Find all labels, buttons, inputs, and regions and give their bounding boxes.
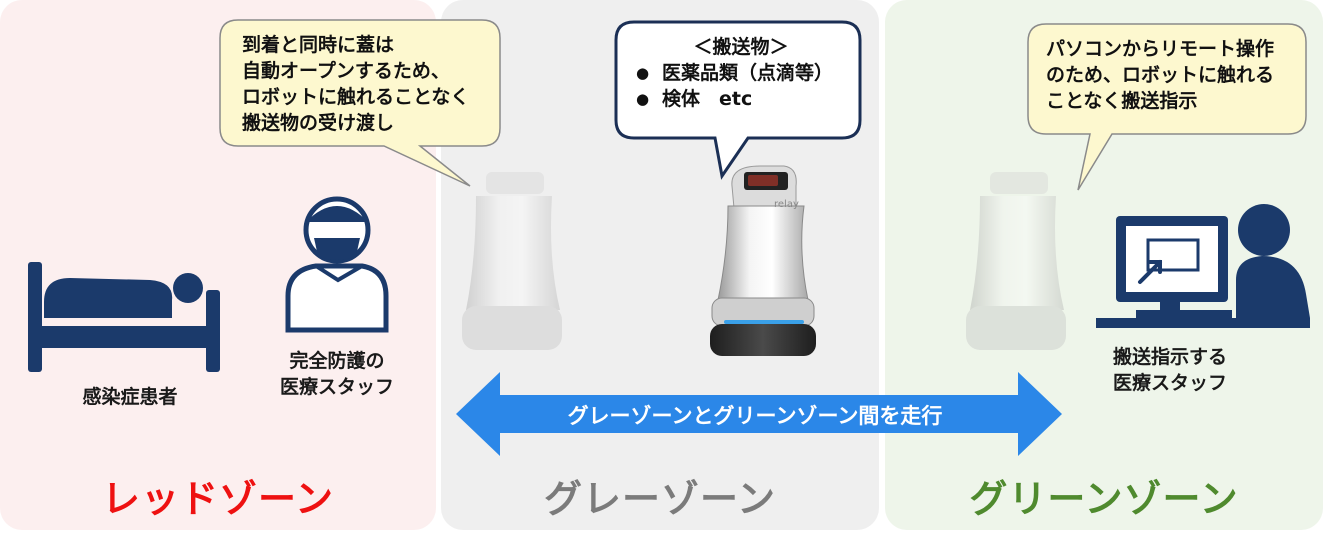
- bubble-line: 搬送物の受け渡し: [242, 112, 395, 134]
- robot-faded-right: [966, 172, 1066, 350]
- robot-faded-left: [462, 172, 562, 350]
- patient-label: 感染症患者: [82, 386, 178, 408]
- bubble-line: パソコンからリモート操作: [1046, 38, 1275, 60]
- operator-at-computer-icon: [1096, 204, 1310, 328]
- robot-brand-label: relay: [774, 199, 799, 210]
- cargo-bubble-text: ＜搬送物＞ 医薬品類（点滴等） 検体 etc: [636, 34, 846, 112]
- red-zone-title: レッドゾーン: [101, 477, 335, 521]
- label-line: 医療スタッフ: [1112, 372, 1227, 394]
- delivery-robot-icon: [710, 165, 816, 356]
- protected-staff-icon: [285, 196, 389, 333]
- green-zone-title: グリーンゾーン: [969, 477, 1239, 521]
- patient-in-bed-icon: [28, 262, 220, 372]
- arrow-label: グレーゾーンとグリーンゾーン間を走行: [567, 404, 943, 428]
- cargo-item: 検体 etc: [636, 86, 846, 112]
- bubble-line: 到着と同時に蓋は: [242, 34, 395, 56]
- bubble-line: のため、ロボットに触れる: [1046, 64, 1275, 86]
- remote-bubble-text: パソコンからリモート操作 のため、ロボットに触れる ことなく搬送指示: [1046, 36, 1274, 114]
- cargo-heading: ＜搬送物＞: [693, 36, 789, 58]
- cargo-item: 医薬品類（点滴等）: [636, 60, 846, 86]
- gray-zone-title: グレーゾーン: [543, 477, 777, 521]
- auto-lid-speech-bubble: [219, 19, 501, 187]
- operator-staff-label: 搬送指示する 医療スタッフ: [1090, 344, 1250, 396]
- bubble-line: ロボットに触れることなく: [242, 86, 470, 108]
- label-line: 完全防護の: [289, 350, 385, 372]
- label-line: 搬送指示する: [1112, 346, 1227, 368]
- travel-double-arrow: [456, 372, 1062, 456]
- auto-lid-bubble-text: 到着と同時に蓋は 自動オープンするため、 ロボットに触れることなく 搬送物の受け…: [242, 32, 469, 136]
- cargo-list: 医薬品類（点滴等） 検体 etc: [636, 60, 846, 112]
- protected-staff-label: 完全防護の 医療スタッフ: [262, 348, 412, 400]
- bubble-line: ことなく搬送指示: [1046, 90, 1198, 112]
- label-line: 医療スタッフ: [279, 376, 394, 398]
- remote-speech-bubble: [1027, 23, 1307, 191]
- bubble-line: 自動オープンするため、: [242, 60, 450, 82]
